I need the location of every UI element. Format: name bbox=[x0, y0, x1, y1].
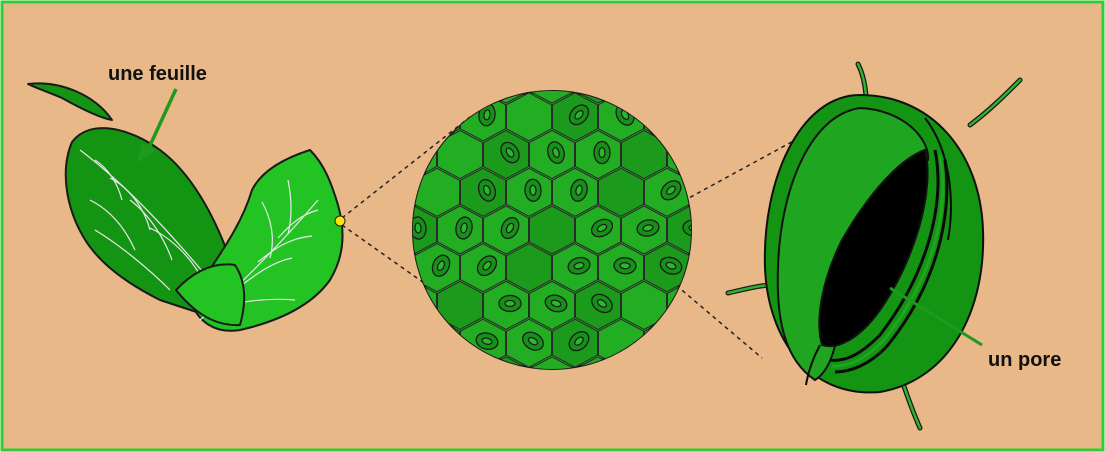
mini-stoma bbox=[614, 257, 637, 274]
mini-stoma bbox=[499, 295, 521, 311]
mini-stoma bbox=[594, 142, 610, 164]
pore-label: un pore bbox=[988, 349, 1061, 371]
leaf-sample-point bbox=[335, 216, 345, 226]
leaf-label: une feuille bbox=[108, 63, 207, 85]
mini-stoma bbox=[524, 179, 541, 202]
